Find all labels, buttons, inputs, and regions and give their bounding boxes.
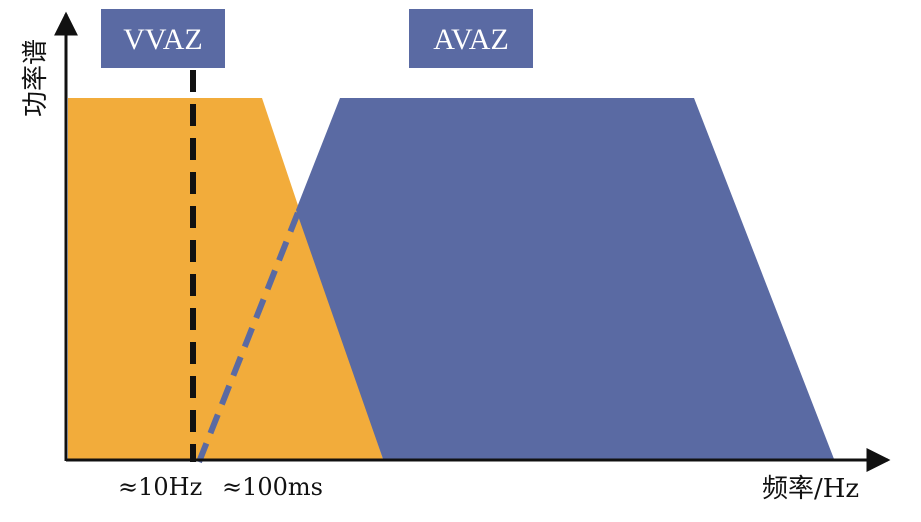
- time-annotation: ≈100ms: [222, 473, 323, 501]
- avaz-dashed-extension: [196, 208, 302, 464]
- avaz-spectrum-area: [296, 98, 834, 459]
- y-axis-label: 功率谱: [21, 39, 51, 117]
- vvaz-label: VVAZ: [123, 23, 202, 56]
- avaz-label: AVAZ: [433, 23, 509, 56]
- avaz-label-box: [409, 9, 533, 68]
- freq-annotation: ≈10Hz: [118, 473, 202, 501]
- x-axis-label: 频率/Hz: [762, 474, 859, 504]
- vvaz-label-box: [101, 9, 225, 68]
- vvaz-spectrum-area: [68, 98, 383, 459]
